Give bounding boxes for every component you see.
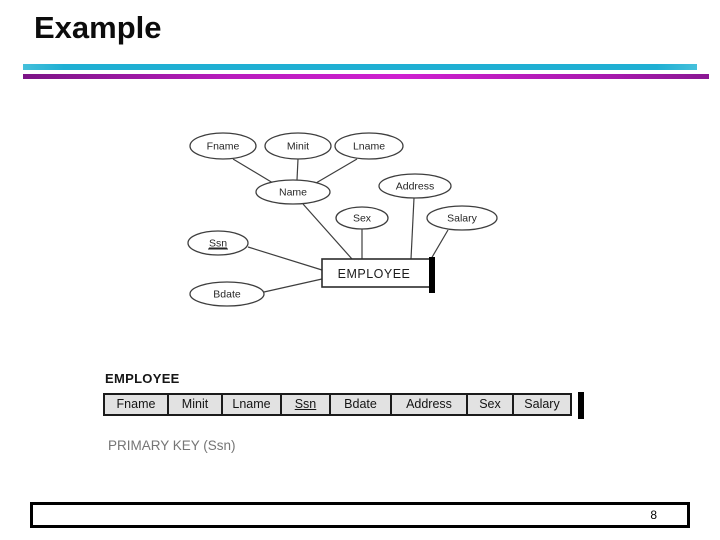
relation-column-sex: Sex <box>468 395 514 414</box>
attribute-label-address: Address <box>396 181 435 193</box>
edge-fname-name <box>232 158 274 184</box>
attribute-label-minit: Minit <box>287 141 309 153</box>
footer-bar: 8 <box>30 502 690 528</box>
attribute-ellipse-fname <box>189 132 257 160</box>
primary-key-note: PRIMARY KEY (Ssn) <box>108 438 236 453</box>
edge-name-employee <box>302 203 353 260</box>
edge-lname-name <box>315 158 358 184</box>
edge-bdate-employee <box>263 278 323 293</box>
attribute-ellipse-salary <box>426 205 498 231</box>
attribute-ellipse-minit <box>264 132 332 160</box>
edge-address-employee <box>410 197 415 260</box>
relation-column-minit: Minit <box>169 395 223 414</box>
attribute-label-name: Name <box>279 187 307 199</box>
relation-column-lname: Lname <box>223 395 282 414</box>
relation-column-address: Address <box>392 395 468 414</box>
edge-salary-employee <box>430 229 449 260</box>
attribute-ellipse-name <box>255 179 331 205</box>
page-title: Example <box>34 10 162 45</box>
attribute-ellipse-sex <box>335 206 389 230</box>
relation-column-salary: Salary <box>514 395 570 414</box>
attribute-label-bdate: Bdate <box>213 289 241 301</box>
relation-column-fname: Fname <box>105 395 169 414</box>
attribute-label-salary: Salary <box>447 213 478 225</box>
attribute-label-lname: Lname <box>353 141 385 153</box>
divider-rule-magenta <box>23 74 709 79</box>
attribute-label-sex: Sex <box>353 213 372 225</box>
table-right-bar <box>578 392 584 419</box>
page-number: 8 <box>650 508 657 522</box>
attribute-ellipse-address <box>378 173 452 199</box>
relation-schema-table: Fname Minit Lname Ssn Bdate Address Sex … <box>103 393 572 416</box>
divider-rule-cyan <box>23 64 697 70</box>
entity-right-bar <box>429 257 435 293</box>
attribute-ellipse-ssn <box>187 230 249 256</box>
relation-column-ssn: Ssn <box>282 395 331 414</box>
attribute-ellipse-lname <box>334 132 404 160</box>
edge-minit-name <box>296 158 299 181</box>
er-diagram: Fname Minit Lname Name Address Sex Salar… <box>187 132 498 307</box>
relation-title: EMPLOYEE <box>105 371 180 386</box>
attribute-label-ssn: Ssn <box>209 238 227 250</box>
attribute-ellipse-bdate <box>189 281 265 307</box>
attribute-label-fname: Fname <box>207 141 240 153</box>
relation-column-bdate: Bdate <box>331 395 392 414</box>
edge-ssn-employee <box>247 246 323 271</box>
entity-label: EMPLOYEE <box>338 267 411 281</box>
